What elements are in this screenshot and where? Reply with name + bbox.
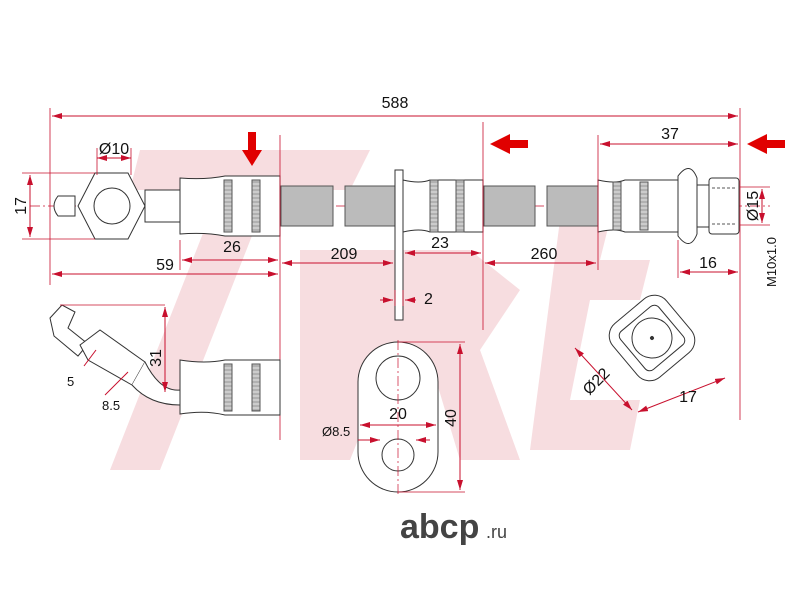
dim-row: 26 59 209 23 260 37 16 Ø15 M10x1.0 2	[52, 126, 779, 308]
dim-260: 260	[531, 246, 558, 263]
flange-view	[608, 294, 696, 382]
dim-flange: Ø22	[580, 365, 613, 398]
dim-eye-height: 17	[13, 197, 30, 215]
logo-suffix: .ru	[486, 522, 507, 542]
dim-37: 37	[661, 126, 679, 143]
dim-8-5: 8.5	[102, 398, 120, 413]
dim-23: 23	[431, 235, 449, 252]
banjo-fitting	[53, 172, 281, 240]
dim-5: 5	[67, 374, 74, 389]
dim-59: 59	[156, 257, 174, 274]
dim-thread: M10x1.0	[764, 237, 779, 287]
dim-nut-diameter: Ø15	[745, 191, 762, 221]
dim-588: 588	[382, 95, 409, 112]
dim-overall: 588	[49, 95, 741, 420]
dim-26: 26	[223, 239, 241, 256]
dim-31: 31	[148, 349, 165, 367]
direction-arrow-left-right	[747, 134, 785, 154]
direction-arrow-down	[242, 132, 262, 166]
dim-209: 209	[331, 246, 358, 263]
dim-40: 40	[443, 409, 460, 427]
dim-eye: Ø10 17	[13, 141, 132, 240]
dim-flange-hex: 17	[679, 389, 697, 406]
logo-brand: abcp	[400, 508, 479, 546]
dim-20: 20	[389, 406, 407, 423]
nut-fitting	[597, 168, 740, 244]
direction-arrow-left-middle	[490, 134, 528, 154]
dim-2: 2	[424, 291, 433, 308]
abcp-logo: abcp .ru	[400, 508, 507, 546]
middle-fitting	[394, 169, 484, 321]
dim-hole: Ø8.5	[322, 424, 350, 439]
dim-eye-bore: Ø10	[99, 141, 129, 158]
bent-tube-view: 31 5 8.5	[49, 304, 281, 416]
bracket-view: 40 20 Ø8.5	[322, 340, 465, 495]
dim-16: 16	[699, 255, 717, 272]
